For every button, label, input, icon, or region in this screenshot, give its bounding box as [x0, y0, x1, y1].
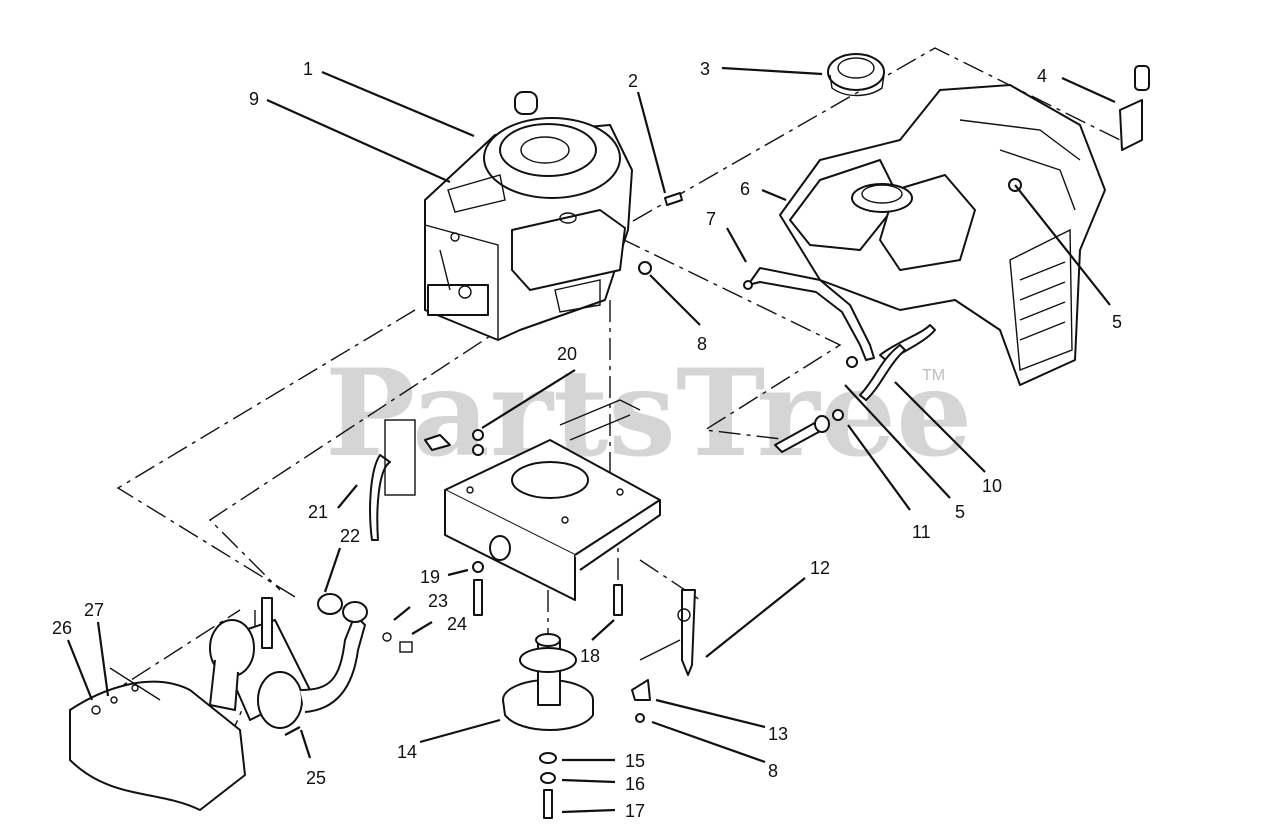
- callout-18: 18: [580, 646, 600, 666]
- pulley-assembly: [502, 633, 594, 819]
- leader-lines: [66, 66, 1116, 814]
- callout-14: 14: [397, 742, 417, 762]
- engine-mount-plate: [369, 399, 661, 616]
- callout-19: 19: [420, 567, 440, 587]
- callout-8-top: 8: [697, 334, 707, 354]
- callout-26: 26: [52, 618, 72, 638]
- brackets: [631, 589, 696, 723]
- callout-25: 25: [306, 768, 326, 788]
- callout-12: 12: [810, 558, 830, 578]
- callout-21: 21: [308, 502, 328, 522]
- engine: [424, 91, 633, 341]
- callout-3: 3: [700, 59, 710, 79]
- callout-10: 10: [982, 476, 1002, 496]
- fuel-lines: [743, 267, 936, 453]
- callout-6: 6: [740, 179, 750, 199]
- callout-15: 15: [625, 751, 645, 771]
- muffler-assembly: [69, 593, 413, 811]
- callout-22: 22: [340, 526, 360, 546]
- callout-9: 9: [249, 89, 259, 109]
- callout-16: 16: [625, 774, 645, 794]
- callout-1: 1: [303, 59, 313, 79]
- callout-27: 27: [84, 600, 104, 620]
- small-fasteners: [638, 192, 683, 275]
- callout-4: 4: [1037, 66, 1047, 86]
- callout-23: 23: [428, 591, 448, 611]
- callout-5-line: 5: [955, 502, 965, 522]
- callout-8-bottom: 8: [768, 761, 778, 781]
- fuel-tank-hood: [779, 53, 1150, 386]
- callout-2: 2: [628, 71, 638, 91]
- callout-7: 7: [706, 209, 716, 229]
- callout-11: 11: [912, 522, 931, 542]
- callout-5-tank: 5: [1112, 312, 1122, 332]
- callout-24: 24: [447, 614, 467, 634]
- callout-17: 17: [625, 801, 645, 821]
- watermark-trademark: TM: [922, 367, 945, 384]
- callout-20: 20: [557, 344, 577, 364]
- watermark-text: PartsTree: [325, 343, 972, 484]
- callout-13: 13: [768, 724, 788, 744]
- callout-labels: 1 2 3 4 5 5 6 7 8 8 9 10 11 12 13 14 15 …: [52, 59, 1122, 821]
